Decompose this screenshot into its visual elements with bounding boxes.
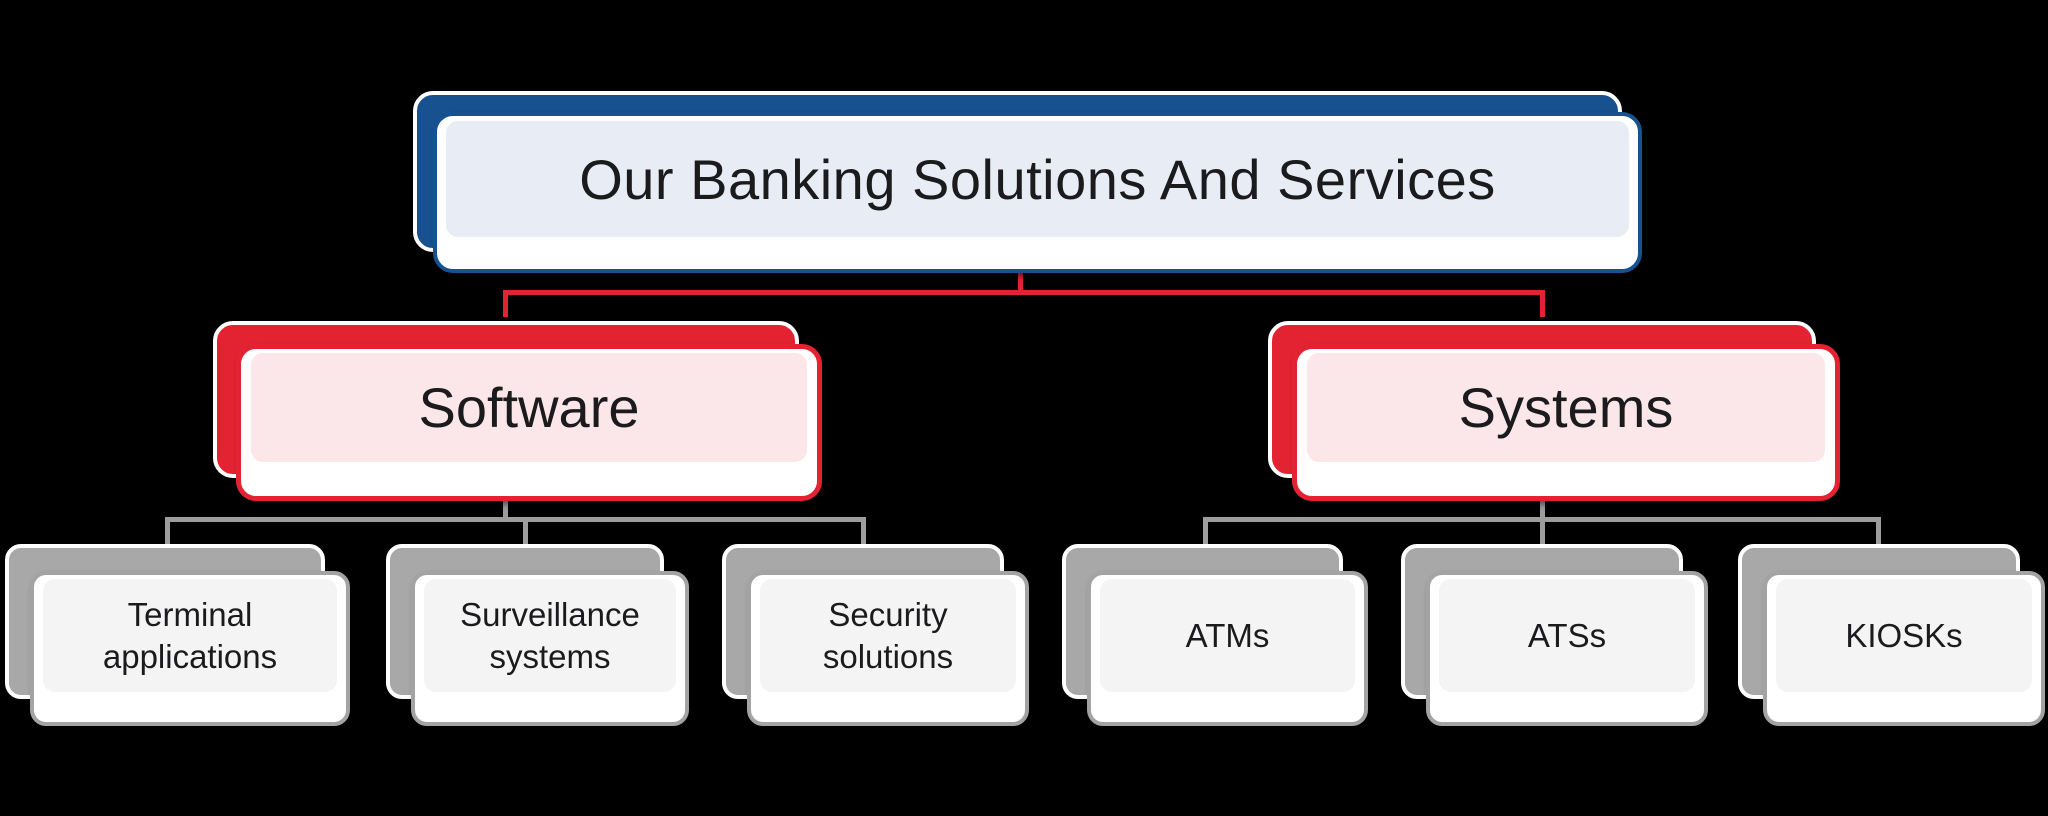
branch-node-software-label: Software	[418, 376, 640, 439]
branch-node-systems-label: Systems	[1458, 376, 1674, 439]
software-connector-drop-1	[165, 517, 170, 546]
root-connector-stub	[1018, 271, 1023, 295]
root-node: Our Banking Solutions And Services	[433, 112, 1642, 273]
root-connector-drop-software	[503, 290, 508, 317]
child-node-security-solutions-label: Security solutions	[822, 596, 954, 675]
systems-connector-drop-2	[1540, 517, 1545, 546]
child-node-terminal-applications-panel: Terminal applications	[43, 579, 337, 692]
child-node-security-solutions: Security solutions	[747, 571, 1029, 726]
child-node-atss: ATSs	[1426, 571, 1708, 726]
software-connector-drop-3	[861, 517, 866, 546]
systems-connector-drop-3	[1876, 517, 1881, 546]
branch-node-software-panel: Software	[251, 353, 807, 462]
root-node-panel: Our Banking Solutions And Services	[446, 121, 1629, 237]
root-connector-horizontal	[503, 290, 1545, 295]
root-connector-drop-systems	[1540, 290, 1545, 317]
child-node-surveillance-systems-label: Surveillance systems	[460, 596, 640, 675]
software-connector-stub	[503, 499, 508, 522]
branch-node-systems-panel: Systems	[1307, 353, 1825, 462]
child-node-terminal-applications-label: Terminal applications	[102, 596, 278, 675]
child-node-kiosks: KIOSKs	[1763, 571, 2045, 726]
child-node-terminal-applications: Terminal applications	[30, 571, 350, 726]
child-node-security-solutions-panel: Security solutions	[760, 579, 1016, 692]
branch-node-software: Software	[236, 344, 822, 501]
branch-node-systems: Systems	[1292, 344, 1840, 501]
software-connector-drop-2	[523, 517, 528, 546]
child-node-atms-panel: ATMs	[1100, 579, 1355, 692]
root-node-label: Our Banking Solutions And Services	[579, 147, 1496, 211]
child-node-atss-panel: ATSs	[1439, 579, 1695, 692]
software-connector-horizontal	[165, 517, 865, 522]
child-node-surveillance-systems-panel: Surveillance systems	[424, 579, 676, 692]
systems-connector-stub	[1540, 499, 1545, 522]
systems-connector-drop-1	[1203, 517, 1208, 546]
child-node-atss-label: ATSs	[1527, 616, 1607, 654]
child-node-surveillance-systems: Surveillance systems	[411, 571, 689, 726]
child-node-atms-label: ATMs	[1185, 616, 1270, 654]
child-node-kiosks-panel: KIOSKs	[1776, 579, 2032, 692]
child-node-atms: ATMs	[1087, 571, 1368, 726]
child-node-kiosks-label: KIOSKs	[1845, 616, 1963, 654]
